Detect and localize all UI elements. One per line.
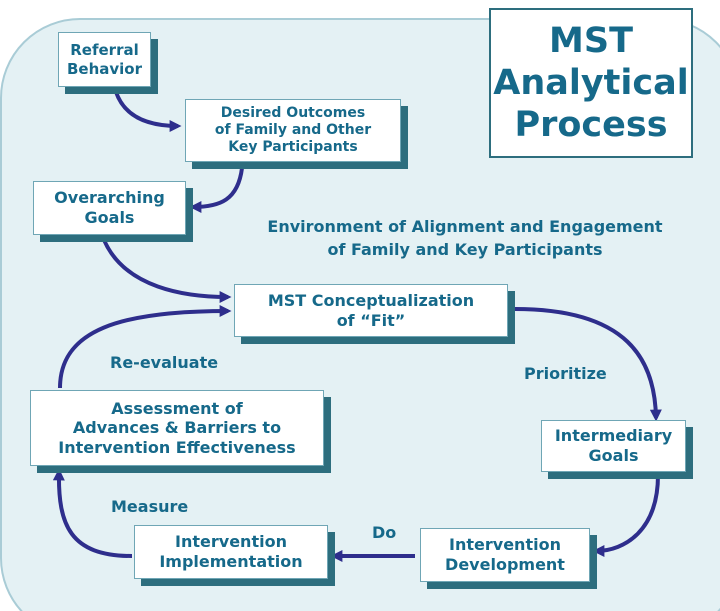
diagram-title: MST Analytical Process — [489, 8, 693, 158]
overarching-goals-box: Overarching Goals — [33, 181, 186, 235]
desired-outcomes-box: Desired Outcomes of Family and Other Key… — [185, 99, 401, 162]
arrow-desired-to-overarching — [189, 167, 244, 213]
arrow-conceptualization-to-intermediary — [514, 307, 662, 422]
referral-behavior-box: Referral Behavior — [58, 32, 151, 87]
intervention-development-box: Intervention Development — [420, 528, 590, 582]
prioritize-label: Prioritize — [524, 364, 607, 383]
assessment-box: Assessment of Advances & Barriers to Int… — [30, 390, 324, 466]
arrow-implementation-to-assessment — [52, 468, 133, 558]
do-label: Do — [372, 523, 397, 542]
arrow-assessment-to-conceptualization — [58, 305, 232, 389]
intermediary-goals-box: Intermediary Goals — [541, 420, 686, 472]
arrow-intermediary-to-development — [592, 474, 660, 557]
measure-label: Measure — [111, 497, 189, 516]
conceptualization-box: MST Conceptualization of “Fit” — [234, 284, 508, 337]
re-evaluate-label: Re-evaluate — [110, 353, 219, 372]
arrow-overarching-to-conceptualization — [102, 239, 232, 303]
environment-text: Environment of Alignment and Engagement … — [267, 217, 663, 260]
intervention-implementation-box: Intervention Implementation — [134, 525, 328, 579]
arrow-referral-to-desired — [114, 91, 182, 132]
